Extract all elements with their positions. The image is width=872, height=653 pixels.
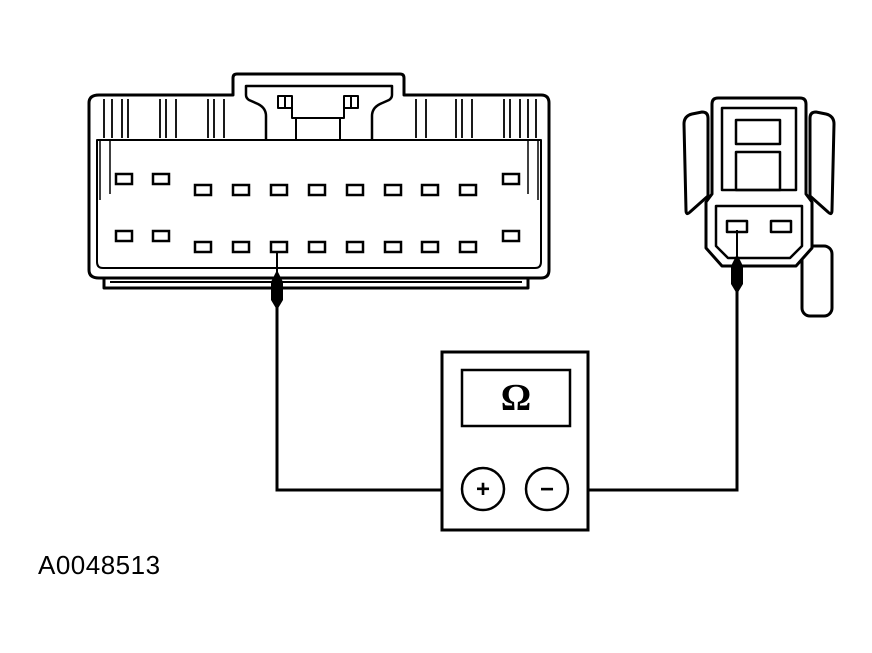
pin-cavity <box>307 183 327 197</box>
pin-cavity <box>345 240 365 254</box>
small-connector-face <box>714 204 804 260</box>
pin-cavity <box>231 183 251 197</box>
pin-cavity <box>269 183 289 197</box>
negative-terminal <box>524 466 570 512</box>
large-connector-side-detail <box>99 140 539 200</box>
ohmmeter-display <box>460 368 572 428</box>
pin-cavity <box>307 240 327 254</box>
ribs-left <box>103 99 225 138</box>
negative-lead-wire <box>570 282 739 492</box>
pin-cavity <box>420 240 440 254</box>
test-probe-icon <box>271 270 283 310</box>
large-connector-pins <box>114 172 521 254</box>
large-connector-face <box>96 139 542 269</box>
positive-probe <box>271 252 283 310</box>
small-connector-frame <box>720 106 798 192</box>
ohm-symbol: Ω <box>501 377 531 419</box>
positive-terminal <box>460 466 506 512</box>
small-connector-latch-inner <box>734 150 782 192</box>
pin-cavity <box>114 172 134 186</box>
large-connector-latch <box>244 84 394 140</box>
small-connector <box>682 96 836 318</box>
pin-cavity <box>114 229 134 243</box>
test-probe-icon <box>731 254 743 294</box>
ohmmeter-icon: Ω + − <box>440 350 590 532</box>
pin-cavity <box>383 240 403 254</box>
pin-cavity <box>193 240 213 254</box>
negative-terminal-label: − <box>540 476 554 503</box>
pin-cavity-tested <box>269 240 289 254</box>
pin-cavity <box>458 183 478 197</box>
small-pin-cavity <box>769 219 793 234</box>
pin-cavity <box>458 240 478 254</box>
small-connector-right-arm <box>808 110 836 216</box>
small-connector-tab <box>800 244 834 318</box>
negative-probe <box>731 230 743 294</box>
small-connector-latch <box>734 118 782 146</box>
positive-lead-wire <box>275 298 462 492</box>
pin-cavity <box>345 183 365 197</box>
pin-cavity <box>151 229 171 243</box>
latch-center <box>284 96 352 140</box>
pin-cavity <box>151 172 171 186</box>
pin-cavity <box>231 240 251 254</box>
figure-id: A0048513 <box>38 550 161 580</box>
pin-cavity <box>420 183 440 197</box>
ribs-right <box>415 99 537 138</box>
pin-cavity <box>193 183 213 197</box>
large-connector-base <box>102 272 530 290</box>
large-connector-housing <box>87 72 551 280</box>
pin-cavity <box>501 172 521 186</box>
pin-cavity <box>501 229 521 243</box>
large-connector <box>87 72 551 290</box>
pin-cavity <box>383 183 403 197</box>
small-connector-left-arm <box>682 110 710 216</box>
positive-terminal-label: + <box>476 476 490 503</box>
test-leads <box>275 282 739 492</box>
